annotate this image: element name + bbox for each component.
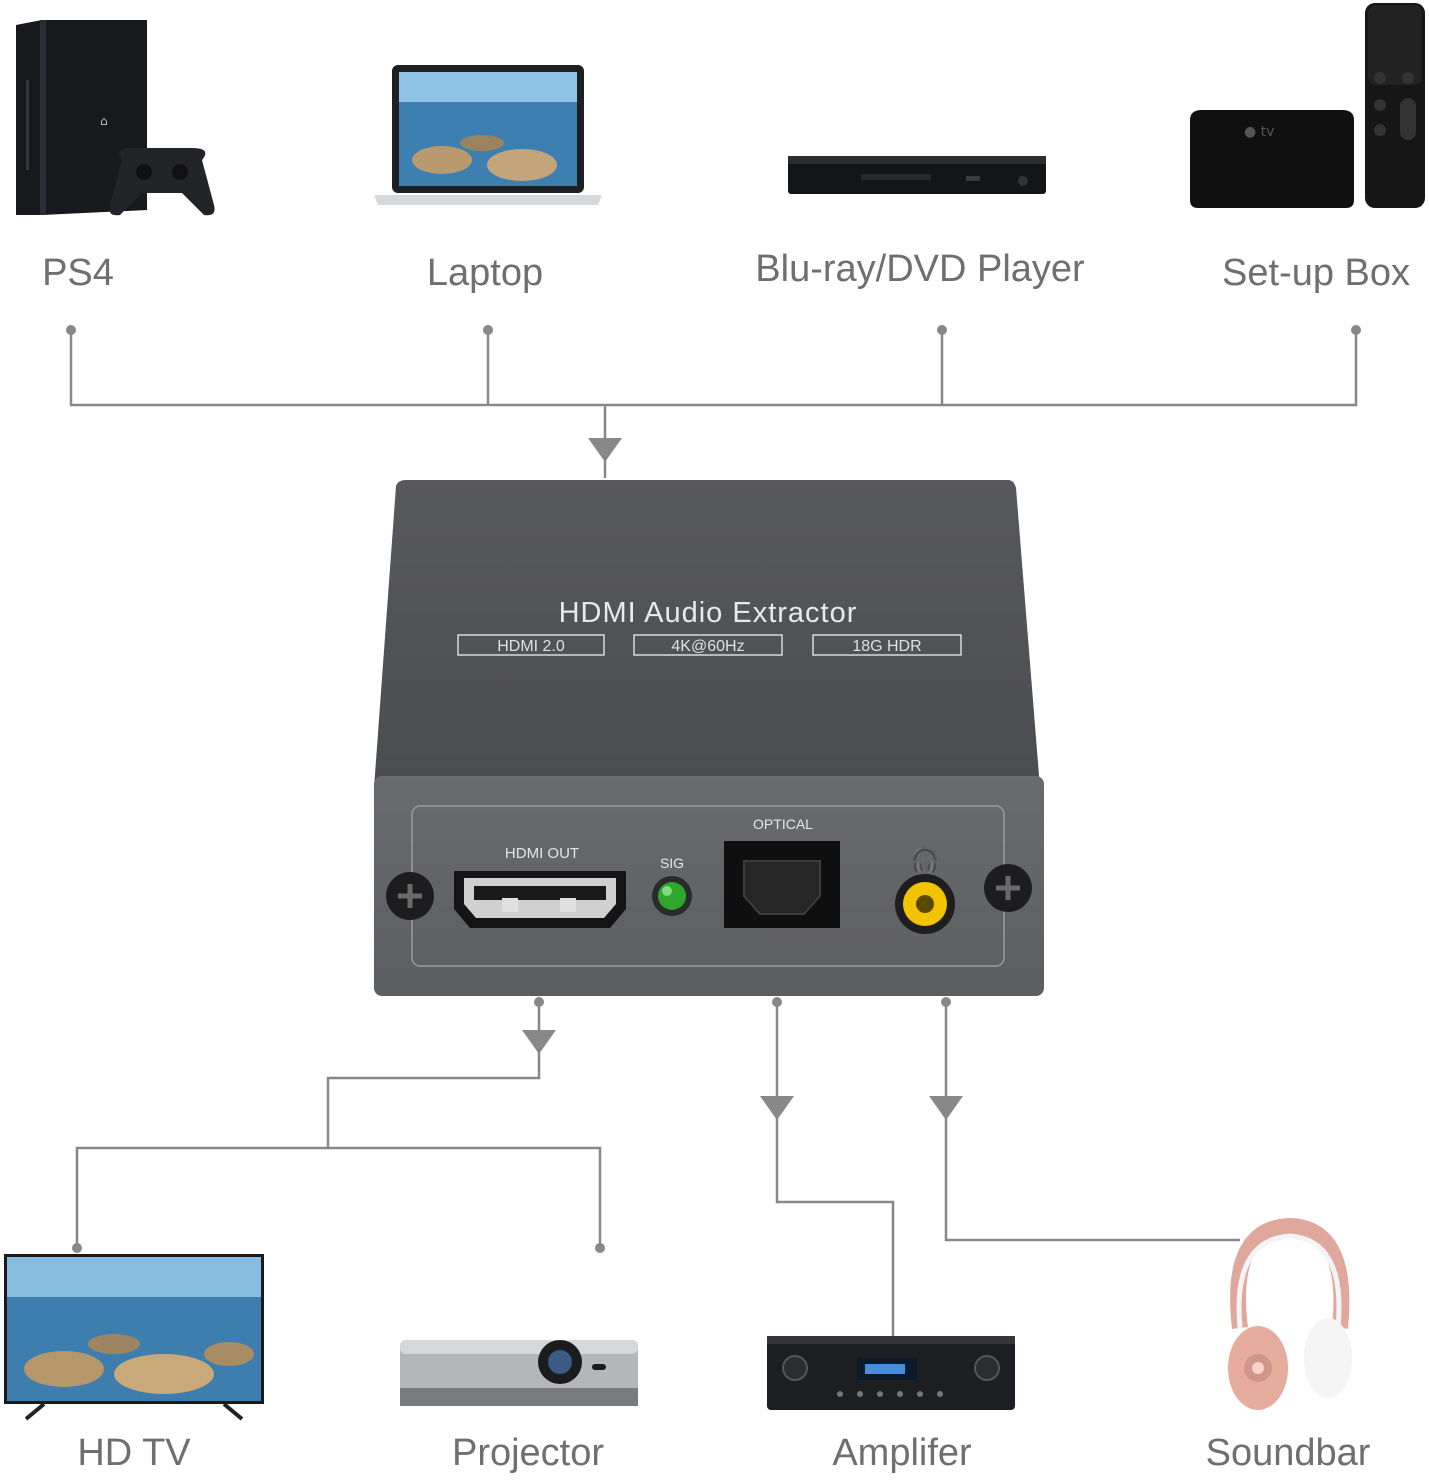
output-label-hdtv: HD TV	[77, 1432, 191, 1474]
input-label-settop: Set-up Box	[1222, 252, 1410, 294]
badge-hdr: 18G HDR	[852, 638, 921, 655]
ps4-image: ⌂	[16, 20, 215, 216]
port-label-sig: SIG	[660, 855, 684, 871]
laptop-image	[374, 65, 602, 205]
output-label-soundbar: Soundbar	[1205, 1432, 1371, 1474]
input-label-laptop: Laptop	[426, 252, 544, 294]
badge-resolution: 4K@60Hz	[671, 638, 744, 655]
extractor-title: HDMI Audio Extractor	[559, 597, 858, 629]
input-label-ps4: PS4	[42, 252, 114, 294]
input-label-bluray: Blu-ray/DVD Player	[755, 248, 1085, 290]
output-label-projector: Projector	[451, 1432, 605, 1474]
wire-hdmi-out	[75, 1002, 541, 1248]
port-label-optical: OPTICAL	[753, 816, 813, 832]
arrow-down-icon	[760, 1096, 794, 1120]
badge-hdmi-version: HDMI 2.0	[497, 638, 565, 655]
arrow-down-icon	[929, 1096, 963, 1120]
projector-image	[400, 1340, 638, 1406]
wire-optical	[775, 1002, 895, 1336]
svg-text:● tv: ● tv	[1244, 124, 1274, 140]
bluray-player-image	[788, 156, 1046, 194]
svg-text:⌂: ⌂	[100, 114, 108, 128]
set-top-box-image: ● tv	[1190, 3, 1425, 208]
arrow-down-icon	[522, 1030, 556, 1054]
output-label-amplifier: Amplifer	[832, 1432, 972, 1474]
headphone-icon: 🎧	[910, 846, 940, 874]
wire-projector	[328, 1146, 602, 1248]
headphones-image	[1228, 1218, 1352, 1410]
hdmi-audio-extractor: HDMI Audio Extractor HDMI 2.0 4K@60Hz 18…	[374, 480, 1044, 996]
wire-ps4	[69, 330, 1358, 407]
arrow-down-icon	[588, 438, 622, 462]
hd-tv-image	[4, 1254, 264, 1421]
wire-audio	[944, 1002, 1240, 1242]
amplifier-image	[767, 1336, 1015, 1410]
port-label-hdmi-out: HDMI OUT	[505, 845, 579, 862]
